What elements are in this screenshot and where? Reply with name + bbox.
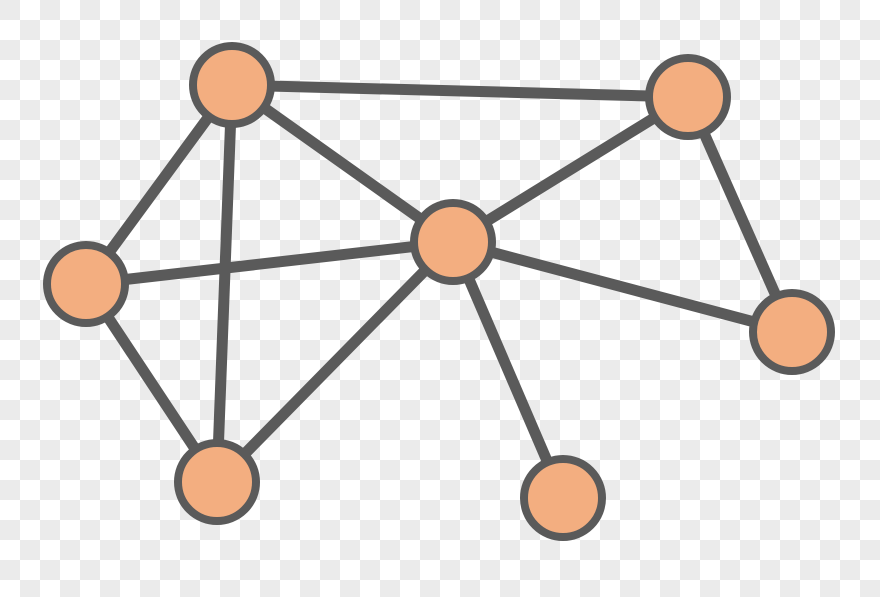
edge-n4-n5 [451, 236, 794, 338]
node-n7 [520, 455, 606, 541]
node-n1 [189, 42, 275, 128]
edge-n6-n4 [213, 238, 457, 486]
edge-n1-n2 [231, 79, 689, 103]
nodes [43, 42, 835, 541]
node-n5 [749, 289, 835, 375]
node-n2 [645, 54, 731, 140]
edge-n1-n6 [211, 84, 238, 483]
edge-n4-n7 [447, 239, 569, 501]
edge-n2-n4 [450, 92, 691, 247]
edge-n1-n4 [228, 80, 457, 247]
edge-n3-n4 [85, 236, 454, 290]
node-n4 [410, 199, 496, 285]
edges [81, 79, 798, 501]
node-n3 [43, 241, 129, 327]
node-n6 [174, 439, 260, 525]
